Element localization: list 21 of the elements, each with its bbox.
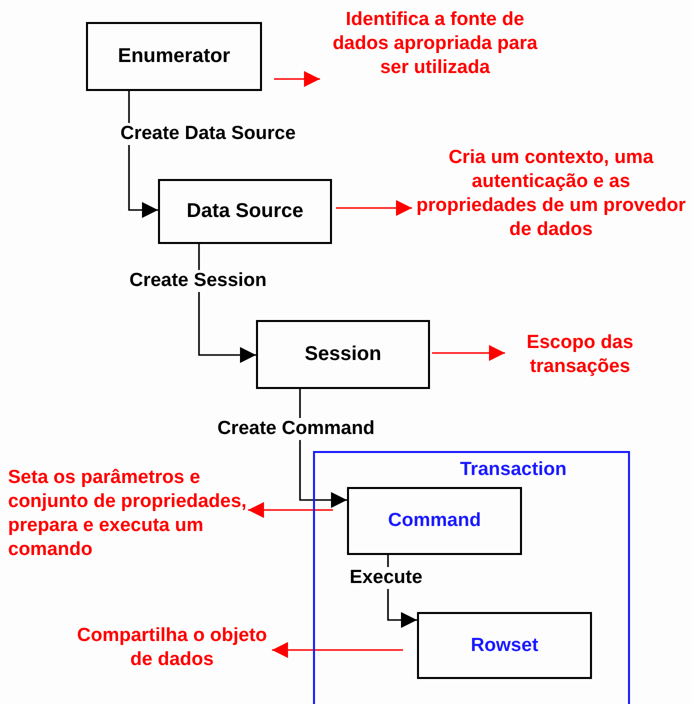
annotation-text: Compartilha o objeto de dados — [76, 624, 268, 672]
arrow — [248, 502, 333, 518]
process-box — [347, 487, 522, 555]
annotation-text: Cria um contexto, uma autenticação e as propriedades de um provedor de dados — [415, 146, 687, 242]
process-box — [86, 22, 262, 91]
process-box — [256, 320, 430, 389]
transaction-frame — [313, 451, 630, 704]
annotation-text: Escopo das transações — [526, 331, 634, 379]
arrow — [432, 345, 505, 361]
arrow — [274, 71, 320, 87]
arrow — [272, 642, 403, 658]
process-box — [158, 179, 332, 244]
box-label: Data Source — [186, 200, 304, 223]
edge-label: Execute — [348, 567, 424, 589]
process-box — [417, 612, 592, 679]
annotation-text: Seta os parâmetros e conjunto de propriedades, prepara e executa um comando — [8, 466, 248, 562]
edge-label: Create Data Source — [118, 123, 298, 145]
annotation-text: Identifica a fonte de dados apropriada para ser utilizada — [332, 8, 538, 80]
box-label: Session — [304, 343, 382, 366]
box-label: Enumerator — [118, 45, 230, 68]
arrow — [336, 200, 412, 216]
